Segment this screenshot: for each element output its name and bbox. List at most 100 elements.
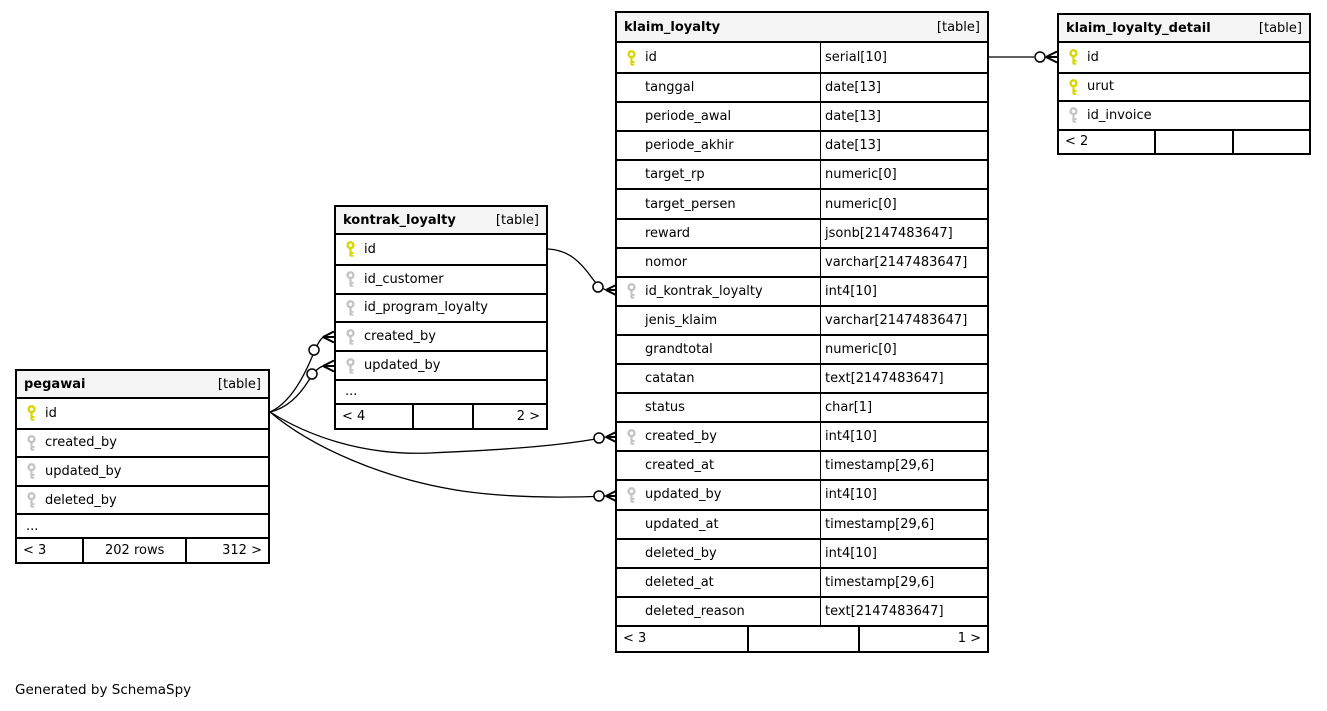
column-name: grandtotal [645,341,713,357]
column-name: id [364,241,376,257]
column-type: int4[10] [820,481,987,509]
crows-foot-many-marker [1045,50,1058,64]
table-type-badge: [table] [936,19,980,35]
column-type: numeric[0] [820,190,987,218]
column-type: date[13] [820,74,987,102]
column-name: reward [645,225,691,241]
column-type: date[13] [820,103,987,131]
column-row-deleted_by: deleted_by [17,484,268,514]
column-name: updated_by [45,463,122,479]
key-icon-slot [626,487,638,503]
edge-line [269,411,607,454]
table-title[interactable]: pegawai [24,376,86,392]
table-type-badge: [table] [217,376,261,392]
column-row-id: id [1059,43,1309,72]
column-name: updated_at [645,516,719,532]
column-name: ... [26,518,39,534]
relationship-pegawai.id-kontrak_loyalty.updated_by [269,359,335,413]
row-count [411,404,473,428]
column-name-cell: deleted_by [617,540,820,567]
column-name-cell: deleted_reason [617,598,820,625]
column-name-cell: periode_akhir [617,132,820,159]
key-icon-slot [626,283,638,300]
table-title[interactable]: kontrak_loyalty [343,212,456,228]
table-title[interactable]: klaim_loyalty [624,19,721,35]
zero-or-one-circle [592,281,604,293]
column-name: catatan [645,371,695,387]
column-name: deleted_at [645,574,714,590]
column-row-reward: reward jsonb[2147483647] [617,217,987,247]
column-name: status [645,400,685,416]
column-name: target_rp [645,167,705,183]
column-name-cell: id_invoice [1059,102,1309,129]
column-name-cell: created_by [17,430,268,457]
column-name: periode_awal [645,109,732,125]
column-name: updated_by [364,358,441,374]
key-icon-slot [26,434,38,451]
foreign-key-icon [1069,107,1078,124]
table-header: klaim_loyalty [table] [617,13,987,43]
crows-foot-many-marker [322,359,335,373]
hidden-columns-row: ... [336,378,546,403]
column-row-updated_by: updated_by [336,350,546,379]
column-name: nomor [645,254,688,270]
column-name-cell: ... [336,381,546,403]
relationship-pegawai.id-kontrak_loyalty.created_by [269,330,335,413]
column-name-cell: updated_at [617,511,820,538]
column-row-id: id [17,399,268,428]
table-title[interactable]: klaim_loyalty_detail [1066,20,1211,36]
column-name: periode_akhir [645,138,734,154]
column-name-cell: tanggal [617,74,820,101]
column-name: updated_by [645,487,722,503]
relationship-kontrak_loyalty.id-klaim_loyalty.id_kontrak_loyalty [547,248,618,297]
column-name-cell: jenis_klaim [617,307,820,334]
column-name-cell: target_rp [617,161,820,188]
column-row-deleted_at: deleted_at timestamp[29,6] [617,566,987,596]
column-type: timestamp[29,6] [820,568,987,596]
zero-or-one-circle [1034,51,1046,63]
column-name-cell: urut [1059,74,1309,101]
column-name-cell: target_persen [617,190,820,217]
foreign-key-icon [346,357,355,374]
column-name-cell: periode_awal [617,103,820,130]
key-icon-slot [1068,78,1080,95]
column-name: id_invoice [1087,107,1152,123]
key-icon-slot [345,357,357,374]
key-icon-slot [26,405,38,422]
column-name-cell: id_customer [336,266,546,293]
primary-key-icon [346,241,355,258]
column-name: id [45,405,57,421]
related-left-count: < 4 [342,408,366,424]
table-header: pegawai [table] [17,371,268,399]
column-name-cell: updated_by [617,481,820,508]
foreign-key-icon [346,300,355,316]
key-icon-slot [26,492,38,508]
column-name: created_at [645,458,715,474]
column-row-created_by: created_by [336,321,546,351]
column-name-cell: status [617,394,820,421]
column-name-cell: id [617,43,820,72]
column-row-id_program_loyalty: id_program_loyalty [336,292,546,322]
foreign-key-icon [27,434,36,451]
column-name: id_program_loyalty [364,300,488,316]
column-name: id_kontrak_loyalty [645,283,763,299]
foreign-key-icon [27,492,36,508]
column-type: jsonb[2147483647] [820,219,987,247]
related-right-count [1231,130,1310,153]
column-name-cell: created_at [617,452,820,479]
column-name: id [645,50,657,66]
